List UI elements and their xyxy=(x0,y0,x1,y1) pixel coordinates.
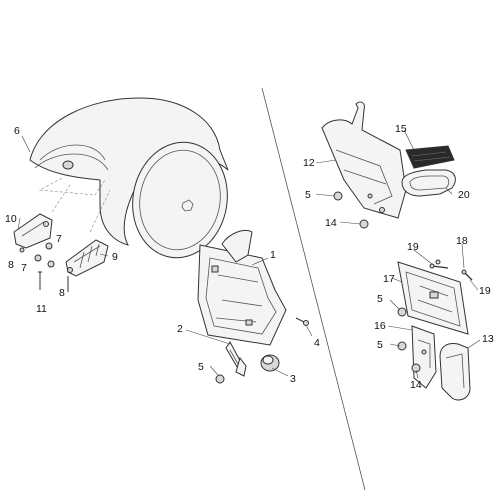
callout-12: 12 xyxy=(303,157,315,169)
rear-fender xyxy=(29,97,229,259)
assembly-guides xyxy=(38,177,111,233)
callout-7-upper: 7 xyxy=(56,233,62,245)
knob-3 xyxy=(260,354,280,372)
cover-13 xyxy=(439,343,471,401)
callout-2: 2 xyxy=(177,323,183,335)
callout-8-upper: 8 xyxy=(8,259,14,271)
callout-5-upper: 5 xyxy=(305,189,311,201)
callout-20: 20 xyxy=(458,189,470,201)
callout-18: 18 xyxy=(456,235,468,247)
callout-4: 4 xyxy=(314,337,320,349)
bracket-12 xyxy=(321,101,407,219)
callout-9: 9 xyxy=(112,251,118,263)
callout-15: 15 xyxy=(395,123,407,135)
callout-5-middle: 5 xyxy=(198,361,204,373)
callout-13: 13 xyxy=(482,333,494,345)
section-divider xyxy=(261,87,366,491)
plate-bracket-1 xyxy=(197,230,287,346)
callout-14-lower: 14 xyxy=(410,379,422,391)
gasket-20 xyxy=(401,169,456,197)
callout-5-lower-right-2: 5 xyxy=(377,339,383,351)
callout-16: 16 xyxy=(374,320,386,332)
plate-17 xyxy=(397,261,469,335)
nut-5-middle xyxy=(215,374,225,384)
screws-18-19 xyxy=(429,259,473,281)
callout-5-lower-right-1: 5 xyxy=(377,293,383,305)
callout-6: 6 xyxy=(14,125,20,137)
callout-19-upper: 19 xyxy=(407,241,419,253)
callout-14-upper: 14 xyxy=(325,217,337,229)
nut-5-lower-right xyxy=(397,307,407,351)
callout-10: 10 xyxy=(5,213,17,225)
nut-14-upper xyxy=(359,219,369,229)
callout-17: 17 xyxy=(383,273,395,285)
left-hardware xyxy=(19,242,73,292)
lamp-15 xyxy=(405,145,455,169)
bracket-10 xyxy=(13,213,53,249)
callout-3: 3 xyxy=(290,373,296,385)
leader-lines xyxy=(17,129,481,379)
nut-14-lower xyxy=(411,363,421,373)
callout-7-lower: 7 xyxy=(21,262,27,274)
callout-19-lower: 19 xyxy=(479,285,491,297)
callout-1: 1 xyxy=(270,249,276,261)
clip-2 xyxy=(225,341,247,377)
nut-5-upper xyxy=(333,191,343,201)
screw-4 xyxy=(295,317,309,326)
callout-8-lower: 8 xyxy=(59,287,65,299)
callout-11: 11 xyxy=(36,303,47,315)
